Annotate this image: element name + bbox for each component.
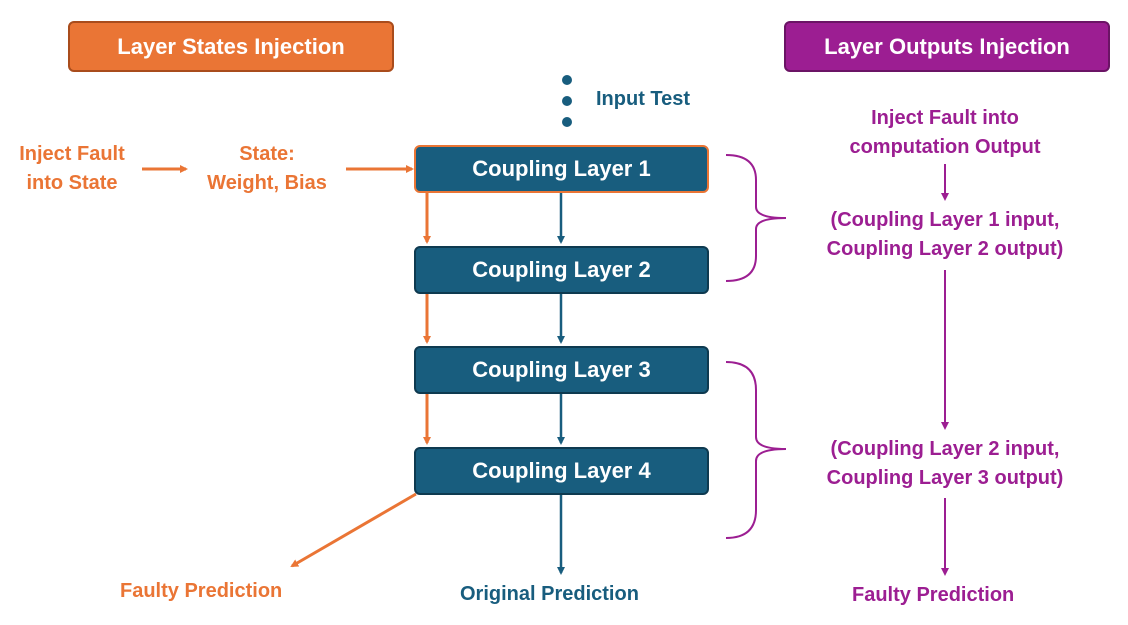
bracket-group-2 [725,361,787,539]
orange-arrow-to-faulty [290,492,417,568]
group-1-label: (Coupling Layer 1 input, Coupling Layer … [800,206,1090,264]
inject-fault-into-computation-output-label: Inject Fault into computation Output [820,104,1070,162]
group-1-line-2: Coupling Layer 2 output) [826,238,1064,260]
input-dot [562,75,572,85]
state-weight-bias-label: State: Weight, Bias [196,140,338,198]
layer-outputs-injection-header: Layer Outputs Injection [784,21,1110,72]
layer-states-injection-header: Layer States Injection [68,21,394,72]
inject-fault-into-state-label: Inject Fault into State [8,140,136,198]
input-dot [562,96,572,106]
coupling-layer-1: Coupling Layer 1 [414,145,709,193]
inject-fault-line-1: Inject Fault [19,143,125,165]
state-line-2: Weight, Bias [207,172,327,194]
inject-fault-line-2: into State [26,172,118,194]
right-inject-line-2: computation Output [849,136,1041,158]
left-faulty-prediction-label: Faulty Prediction [120,580,283,602]
group-2-line-2: Coupling Layer 3 output) [826,467,1064,489]
group-2-label: (Coupling Layer 2 input, Coupling Layer … [800,435,1090,493]
right-inject-line-1: Inject Fault into [871,107,1019,129]
coupling-layer-2: Coupling Layer 2 [414,246,709,294]
state-line-1: State: [239,143,295,165]
input-test-label: Input Test [596,88,691,110]
right-faulty-prediction-label: Faulty Prediction [852,584,1015,606]
input-dot [562,117,572,127]
coupling-layer-3: Coupling Layer 3 [414,346,709,394]
group-2-line-1: (Coupling Layer 2 input, [830,438,1060,460]
coupling-layer-4: Coupling Layer 4 [414,447,709,495]
original-prediction-label: Original Prediction [460,583,639,605]
group-1-line-1: (Coupling Layer 1 input, [830,209,1060,231]
bracket-group-1 [725,154,787,282]
